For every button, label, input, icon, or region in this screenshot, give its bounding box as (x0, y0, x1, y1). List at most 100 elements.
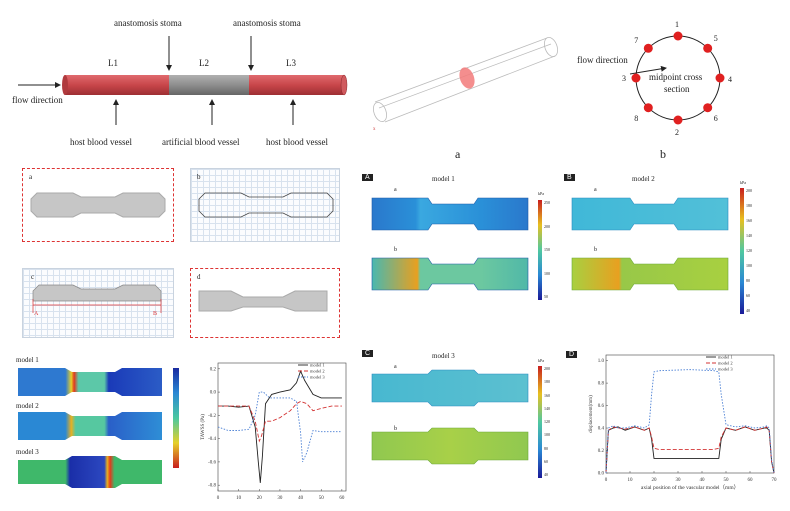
center-text-2: section (664, 84, 690, 94)
pressure-A-unit: kPa (538, 191, 544, 196)
y-tick-label: 0.6 (598, 404, 605, 409)
mesh-panel-b: b (190, 168, 340, 242)
vessel-diagram: anastomosis stoma anastomosis stoma L1 L… (0, 0, 360, 160)
tube-3d-figure: x (365, 30, 565, 140)
pressure-C-unit: kPa (538, 358, 544, 363)
x-tick-label: 30 (676, 478, 682, 483)
wss-model-2-shape (18, 412, 162, 440)
point-label-6: 6 (713, 113, 718, 123)
x-tick-label: 0 (217, 496, 220, 501)
flow-direction-label: flow direction (12, 95, 63, 105)
artificial-vessel (169, 75, 249, 95)
y-tick-label: 0.2 (598, 449, 605, 454)
y-tick-label: -0.8 (208, 484, 216, 489)
point-5 (703, 43, 713, 53)
point-3 (631, 73, 641, 83)
x-tick-label: 50 (319, 496, 325, 501)
point-8 (643, 103, 653, 113)
y-tick-label: 0.2 (210, 367, 217, 372)
vessel-diagram-svg (18, 36, 348, 125)
series-line-model-1 (218, 369, 342, 483)
marker-a: A (34, 311, 39, 317)
stoma-label-left: anastomosis stoma (114, 18, 182, 28)
series-line-model-1 (605, 426, 775, 474)
mesh-c-label: c (31, 273, 35, 281)
point-1 (673, 31, 683, 41)
colorbar-tick: 50 (544, 294, 548, 299)
colorbar-tick: 80 (746, 278, 750, 283)
pressure-C-title: model 3 (432, 352, 455, 360)
x-tick-label: 40 (700, 478, 706, 483)
tag-B: B (564, 174, 575, 181)
series-line-model-2 (218, 400, 342, 443)
vessel-label-left: host blood vessel (70, 137, 132, 147)
pressure-panels-svg (371, 188, 744, 478)
legend-entry: model 1 (718, 355, 733, 360)
mesh-b-label: b (197, 173, 201, 181)
x-axis-label: axial position of the vascular model（mm） (641, 484, 739, 491)
fig-b-label: b (660, 147, 666, 161)
stoma-label-right: anastomosis stoma (233, 18, 301, 28)
segment-l2: L2 (199, 58, 209, 68)
cross-section-svg (629, 31, 725, 125)
point-7 (643, 43, 653, 53)
pressure-A-sub-a: a (394, 187, 397, 193)
colorbar-tick: 100 (544, 432, 550, 438)
wss-models-svg (18, 368, 179, 488)
pressure-panel-C-shapes (371, 366, 542, 478)
legend-entry: model 3 (310, 375, 325, 380)
x-tick-label: 40 (298, 496, 304, 501)
x-tick-label: 70 (772, 478, 778, 483)
tag-C: C (362, 350, 374, 357)
wss-model-2-label: model 2 (16, 402, 39, 410)
colorbar-tick: 150 (544, 247, 550, 252)
x-tick-label: 60 (339, 496, 345, 501)
pressure-B-sub-a: a (594, 187, 597, 193)
x-tick-label: 50 (724, 478, 730, 483)
y-tick-label: -0.4 (208, 437, 216, 442)
colorbar-tick: 40 (544, 472, 548, 477)
colorbar-tick: 60 (746, 293, 750, 298)
colorbar-tick: 120 (746, 248, 752, 253)
x-tick-label: 30 (277, 496, 283, 501)
y-tick-label: 0.4 (598, 427, 605, 432)
tag-A: A (362, 174, 373, 181)
pressure-panel-A-shapes (371, 197, 542, 300)
point-label-2: 2 (675, 128, 679, 137)
pressure-A-sub-b: b (394, 247, 397, 253)
pressure-A-title: model 1 (432, 175, 455, 183)
colorbar-tick: 200 (544, 366, 550, 371)
marker-b: B (153, 311, 158, 317)
point-label-5: 5 (713, 34, 718, 44)
pressure-panel-B-shapes (571, 188, 744, 314)
colorbar-tick: 60 (544, 458, 548, 464)
wss-models: model 1 model 2 model 3 (10, 350, 200, 500)
y-tick-label: 0.0 (210, 391, 217, 396)
colorbar-tick: 200 (544, 223, 550, 229)
point-label-1: 1 (675, 20, 679, 29)
pressure-C-sub-a: a (394, 364, 397, 370)
point-label-8: 8 (634, 113, 639, 123)
x-tick-label: 60 (748, 478, 754, 483)
segment-l3: L3 (286, 58, 296, 68)
flow-direction-b: flow direction (577, 55, 628, 65)
midpoint-cross-section (459, 67, 475, 89)
colorbar-tick: 80 (544, 445, 548, 451)
colorbar-tick: 100 (544, 270, 550, 276)
y-tick-label: -0.2 (208, 414, 216, 419)
mesh-panel-a: a (22, 168, 174, 242)
vessel-label-right: host blood vessel (266, 137, 328, 147)
wss-colorbar (173, 368, 179, 468)
y-tick-label: -0.6 (208, 460, 216, 465)
mesh-a-label: a (29, 173, 33, 181)
point-2 (673, 115, 683, 125)
y-axis-label: TAWSS (Pa) (201, 414, 206, 440)
center-text-1: midpoint cross (649, 72, 703, 82)
colorbar-tick: 180 (746, 203, 752, 208)
